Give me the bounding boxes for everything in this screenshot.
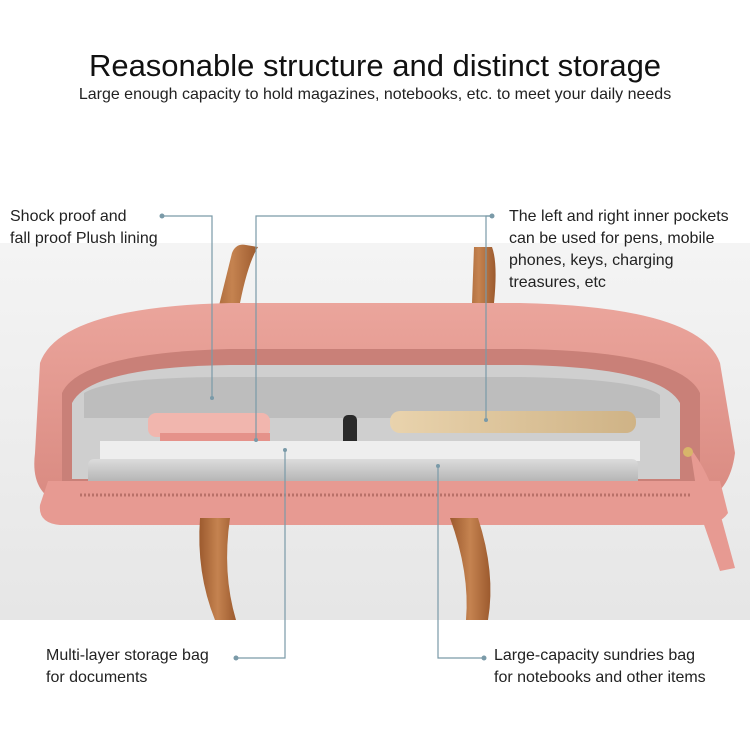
callout-text: Large-capacity sundries bag [494,647,696,664]
callout-text: Shock proof and [10,208,127,225]
callout-text: phones, keys, charging [509,252,674,269]
callout-text: for notebooks and other items [494,669,706,686]
callout-shock-proof: Shock proof and fall proof Plush lining [10,206,158,250]
page-title: Reasonable structure and distinct storag… [88,48,662,83]
callout-multi-layer: Multi-layer storage bag for documents [46,645,209,689]
callout-sundries-bag: Large-capacity sundries bag for notebook… [494,645,706,689]
page-subtitle: Large enough capacity to hold magazines,… [78,86,672,103]
callout-inner-pockets: The left and right inner pockets can be … [509,206,729,294]
callout-text: treasures, etc [509,274,606,291]
callout-text: Multi-layer storage bag [46,647,209,664]
callout-text: for documents [46,669,148,686]
callout-text: The left and right inner pockets [509,208,729,225]
callout-text: can be used for pens, mobile [509,230,715,247]
bag-product-photo [0,243,750,620]
callout-text: fall proof Plush lining [10,230,158,247]
